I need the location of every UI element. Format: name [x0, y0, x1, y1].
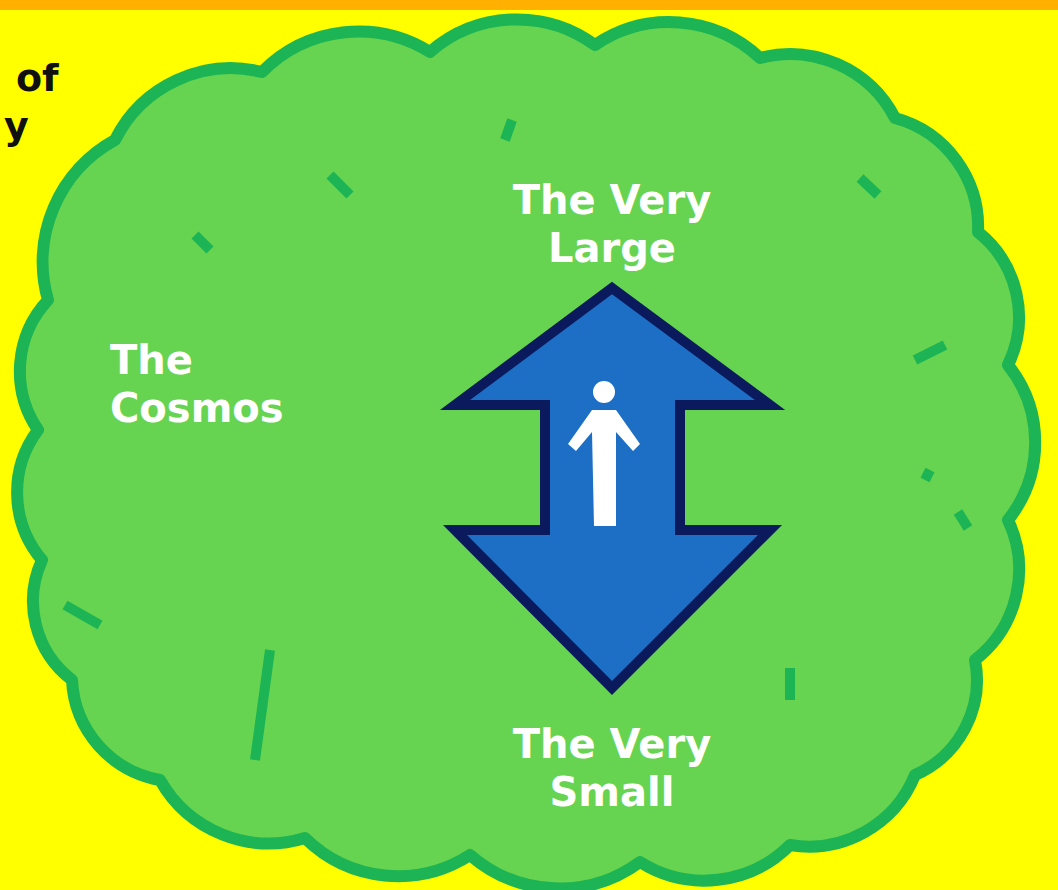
cloud-detail — [915, 345, 945, 360]
cloud-detail — [255, 650, 270, 760]
cloud-outline — [17, 19, 1035, 888]
person-body — [568, 410, 640, 526]
region-label: The Cosmos — [110, 336, 340, 432]
heading-fragment: y — [4, 104, 29, 148]
heading-fragment: of — [16, 56, 59, 100]
cloud-detail — [330, 175, 350, 195]
cloud-detail — [505, 120, 512, 140]
cloud-detail — [925, 470, 930, 480]
cloud-detail — [860, 178, 878, 195]
region-label: The Very Small — [482, 720, 742, 816]
person-icon — [568, 381, 640, 526]
person-head — [593, 381, 615, 403]
cloud-detail — [65, 605, 100, 625]
double-arrow — [455, 288, 770, 688]
region-label: The Very Large — [482, 176, 742, 272]
top-bar — [0, 0, 1058, 10]
cloud-detail — [958, 512, 968, 528]
cloud-detail — [195, 235, 210, 250]
cloud-detail — [785, 668, 795, 700]
